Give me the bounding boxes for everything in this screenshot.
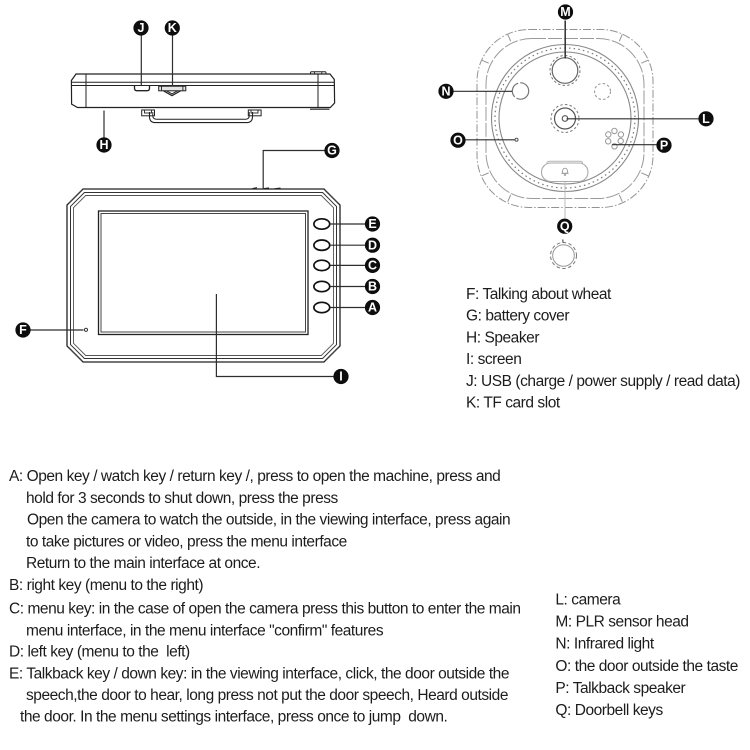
svg-text:C: menu key: in the case of op: C: menu key: in the case of open the cam… xyxy=(9,601,521,618)
svg-text:G: battery cover: G: battery cover xyxy=(466,308,569,325)
svg-text:H: H xyxy=(99,138,108,152)
svg-text:the door. In the menu settings: the door. In the menu settings interface… xyxy=(20,709,447,726)
svg-text:I: I xyxy=(339,370,342,384)
svg-text:speech,the door to hear, long: speech,the door to hear, long press not … xyxy=(26,687,508,704)
svg-text:Return to the main interface a: Return to the main interface at once. xyxy=(26,555,260,572)
svg-text:B: right key (menu to the righ: B: right key (menu to the right) xyxy=(9,577,203,594)
svg-text:D: D xyxy=(368,238,377,252)
svg-text:menu interface, in the menu in: menu interface, in the menu interface "c… xyxy=(26,622,384,639)
svg-text:K: K xyxy=(168,21,177,35)
svg-text:F: Talking about wheat: F: Talking about wheat xyxy=(466,286,612,303)
svg-text:A: A xyxy=(368,301,377,315)
svg-text:P: P xyxy=(660,138,668,152)
svg-text:C: C xyxy=(368,259,377,273)
svg-text:Q: Doorbell keys: Q: Doorbell keys xyxy=(555,702,663,719)
svg-text:N: N xyxy=(441,85,450,99)
svg-text:J: USB (charge / power supply: J: USB (charge / power supply / read dat… xyxy=(466,373,740,390)
svg-text:J: J xyxy=(138,21,145,35)
svg-text:I: screen: I: screen xyxy=(466,351,521,368)
svg-text:M: M xyxy=(560,5,570,19)
svg-text:G: G xyxy=(327,144,337,158)
svg-text:A: Open key / watch key / retu: A: Open key / watch key / return key /, … xyxy=(9,468,500,485)
svg-text:E: E xyxy=(368,217,376,231)
svg-text:N: Infrared light: N: Infrared light xyxy=(555,636,654,653)
svg-text:O: the door outside the taste: O: the door outside the taste xyxy=(555,658,738,675)
svg-text:P: Talkback speaker: P: Talkback speaker xyxy=(555,680,685,697)
svg-text:B: B xyxy=(368,280,377,294)
svg-text:L: L xyxy=(702,112,710,126)
svg-text:O: O xyxy=(453,133,463,147)
svg-text:K: TF card slot: K: TF card slot xyxy=(466,395,561,412)
svg-text:Q: Q xyxy=(560,219,570,233)
svg-text:F: F xyxy=(19,323,27,337)
svg-text:M: PLR sensor head: M: PLR sensor head xyxy=(555,614,688,631)
svg-text:Open the camera to watch the o: Open the camera to watch the outside, in… xyxy=(27,512,510,529)
svg-text:H: Speaker: H: Speaker xyxy=(466,330,539,347)
svg-text:hold for 3 seconds to shut dow: hold for 3 seconds to shut down, press t… xyxy=(26,490,339,507)
svg-text:L: camera: L: camera xyxy=(555,592,621,609)
svg-text:E: Talkback key / down key: in: E: Talkback key / down key: in the viewi… xyxy=(9,665,509,682)
svg-text:to take pictures or video, pre: to take pictures or video, press the men… xyxy=(26,533,347,550)
svg-text:D: left key (menu to the left: D: left key (menu to the left) xyxy=(9,644,190,661)
